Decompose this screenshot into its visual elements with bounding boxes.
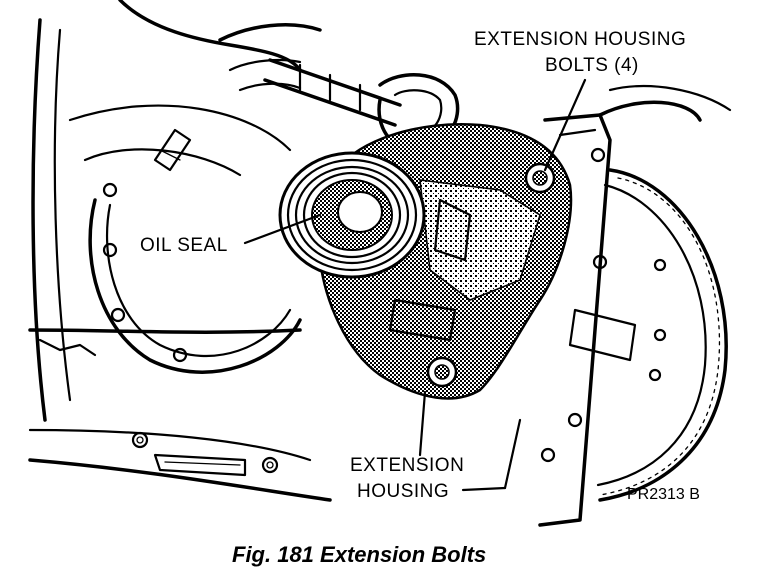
extension-housing-bolts-label-line1: EXTENSION HOUSING xyxy=(474,29,686,50)
extension-housing-label-line2: HOUSING xyxy=(357,481,449,502)
hand-with-wrench xyxy=(118,0,460,152)
lower-flange xyxy=(28,328,332,502)
oil-seal-label: OIL SEAL xyxy=(140,235,228,256)
drawing-code-label: PR2313 B xyxy=(627,486,700,503)
flywheel-ring-gear xyxy=(568,168,728,502)
transmission-case xyxy=(31,18,302,422)
oil-seal xyxy=(278,151,426,279)
leader-lines xyxy=(243,78,587,492)
extension-housing-bolts-label-line2: BOLTS (4) xyxy=(545,55,639,76)
extension-housing-label-line1: EXTENSION xyxy=(350,455,464,476)
figure-caption: Fig. 181 Extension Bolts xyxy=(232,542,486,567)
bell-housing-flange xyxy=(538,84,732,527)
